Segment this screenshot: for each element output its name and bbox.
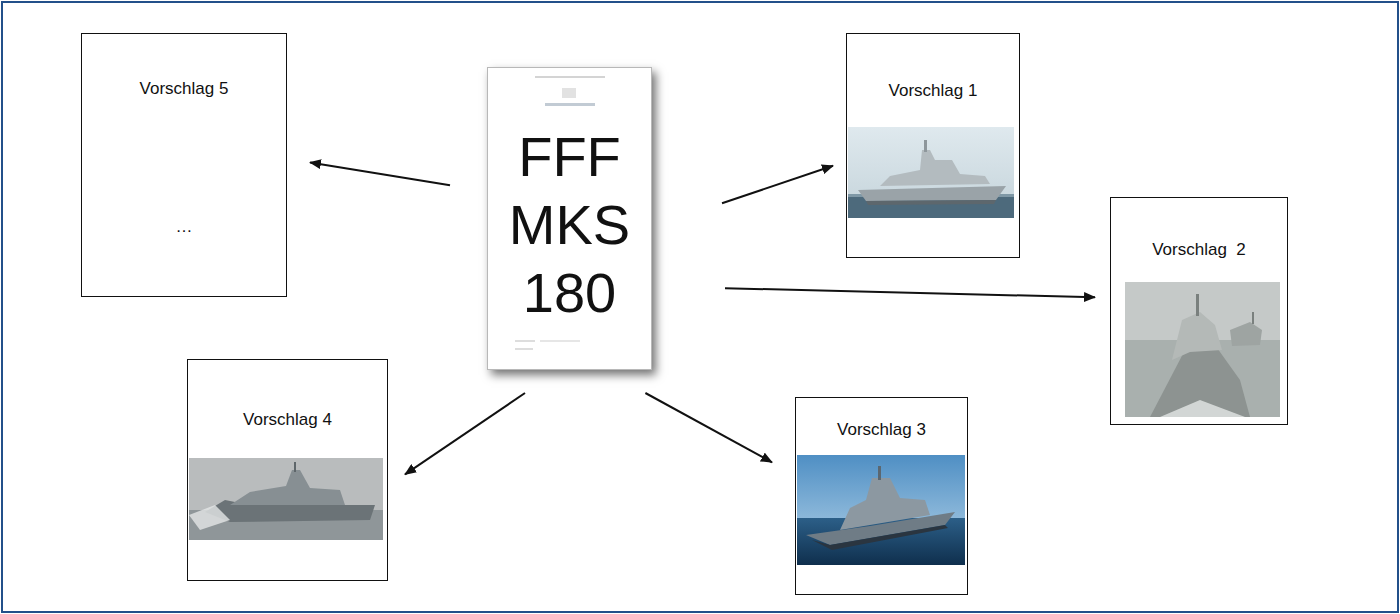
ship-picture bbox=[797, 455, 965, 565]
proposal-box: Vorschlag 2 bbox=[1110, 197, 1288, 425]
arrow-connector bbox=[725, 288, 1095, 297]
proposal-box: Vorschlag 5 … bbox=[81, 33, 287, 297]
document-title: FFF MKS 180 bbox=[502, 123, 637, 327]
arrow-connector bbox=[645, 393, 772, 462]
proposal-box: Vorschlag 1 bbox=[846, 33, 1020, 258]
proposal-box: Vorschlag 4 bbox=[187, 359, 388, 581]
ship-picture bbox=[1125, 282, 1280, 417]
proposal-label: Vorschlag 5 bbox=[90, 79, 278, 99]
ship-picture bbox=[189, 458, 383, 540]
proposal-box: Vorschlag 3 bbox=[795, 397, 968, 595]
arrow-connector bbox=[722, 166, 833, 204]
document-box: FFF MKS 180 bbox=[487, 67, 652, 370]
arrow-connector bbox=[405, 393, 525, 474]
ship-picture bbox=[848, 127, 1014, 218]
proposal-label: Vorschlag 1 bbox=[855, 81, 1011, 101]
arrow-connector bbox=[310, 162, 450, 185]
proposal-label: Vorschlag 3 bbox=[804, 420, 959, 440]
ellipsis-text: … bbox=[90, 217, 278, 237]
proposal-label: Vorschlag 4 bbox=[196, 410, 379, 430]
proposal-label: Vorschlag 2 bbox=[1119, 240, 1279, 260]
